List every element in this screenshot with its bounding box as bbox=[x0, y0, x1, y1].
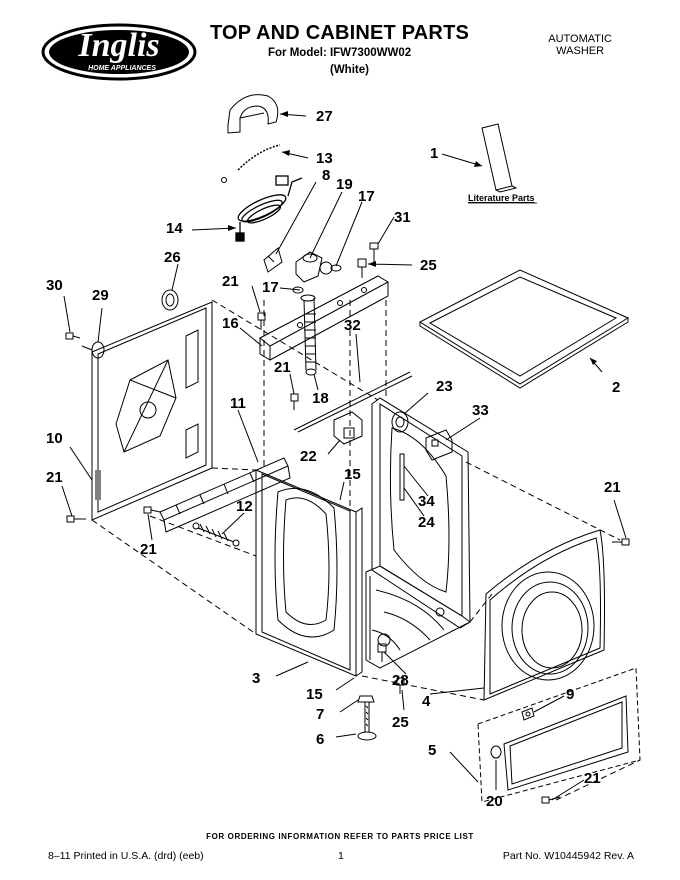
page-number: 1 bbox=[338, 850, 344, 862]
part-21-screw-b bbox=[290, 393, 299, 410]
part-25-screw-upper bbox=[357, 258, 367, 278]
part-20-button bbox=[490, 745, 502, 759]
callout-15-bottom: 15 bbox=[306, 686, 323, 703]
part-5-kick-panel bbox=[477, 667, 641, 803]
part-32-rod bbox=[293, 371, 413, 433]
callout-21-left: 21 bbox=[46, 469, 63, 486]
callout-34: 34 bbox=[418, 493, 435, 510]
part-16-top-bracket bbox=[259, 275, 390, 361]
page-title: TOP AND CABINET PARTS bbox=[210, 22, 470, 44]
callout-12: 12 bbox=[236, 498, 253, 515]
callout-21-right: 21 bbox=[604, 479, 621, 496]
callout-24: 24 bbox=[418, 514, 435, 531]
callout-15-top: 15 bbox=[344, 466, 361, 483]
part-19-inlet bbox=[295, 251, 333, 283]
callout-21-kick: 21 bbox=[584, 770, 601, 787]
part-21-screw-f bbox=[541, 796, 561, 804]
product-category: AUTOMATIC WASHER bbox=[548, 33, 612, 57]
callout-5: 5 bbox=[428, 742, 436, 759]
callout-6: 6 bbox=[316, 731, 324, 748]
callout-13: 13 bbox=[316, 150, 333, 167]
assembly-lines bbox=[91, 299, 641, 801]
callout-26: 26 bbox=[164, 249, 181, 266]
part-13-tie-strap bbox=[237, 144, 281, 171]
part-11-base-rail bbox=[159, 457, 291, 533]
callout-9: 9 bbox=[566, 686, 574, 703]
part-29-dispenser-fitting bbox=[81, 341, 105, 359]
leader-arrowheads bbox=[228, 111, 597, 365]
callout-2: 2 bbox=[612, 379, 620, 396]
part-13-tie-end bbox=[221, 177, 227, 183]
callout-3: 3 bbox=[252, 670, 260, 687]
callout-23: 23 bbox=[436, 378, 453, 395]
part-21-screw-e bbox=[612, 538, 630, 546]
callout-14: 14 bbox=[166, 220, 183, 237]
ordering-note: FOR ORDERING INFORMATION REFER TO PARTS … bbox=[206, 832, 474, 841]
part-25-screw-lower bbox=[396, 677, 405, 694]
part-30-screw bbox=[65, 332, 81, 340]
part-2-top-cover bbox=[418, 269, 630, 389]
part-10-rear-panel bbox=[91, 301, 213, 521]
callout-8: 8 bbox=[322, 167, 330, 184]
callout-10: 10 bbox=[46, 430, 63, 447]
part-17-clamp-lower bbox=[292, 286, 304, 294]
part-number: Part No. W10445942 Rev. A bbox=[502, 850, 634, 862]
brand-name: Inglis bbox=[77, 27, 159, 64]
callout-25-bottom: 25 bbox=[392, 714, 409, 731]
part-18-hose bbox=[300, 294, 317, 376]
brand-tagline: HOME APPLIANCES bbox=[88, 65, 156, 72]
color-line: (White) bbox=[330, 64, 369, 76]
callout-22: 22 bbox=[300, 448, 317, 465]
callout-31: 31 bbox=[394, 209, 411, 226]
callout-16: 16 bbox=[222, 315, 239, 332]
callout-29: 29 bbox=[92, 287, 109, 304]
leader-lines bbox=[61, 113, 627, 801]
part-9-clip bbox=[521, 707, 535, 721]
part-31-screw bbox=[369, 242, 379, 262]
callout-27: 27 bbox=[316, 108, 333, 125]
callout-11: 11 bbox=[230, 395, 246, 412]
part-26-grommet bbox=[161, 289, 179, 311]
part-1-literature bbox=[481, 123, 518, 193]
callout-21-base: 21 bbox=[140, 541, 157, 558]
model-line: For Model: IFW7300WW02 bbox=[268, 47, 412, 59]
part-6-leveling-leg bbox=[357, 702, 377, 741]
callout-18: 18 bbox=[312, 390, 329, 407]
category-line-2: WASHER bbox=[556, 45, 605, 57]
callout-4: 4 bbox=[422, 693, 431, 710]
callout-17-mid: 17 bbox=[262, 279, 279, 296]
callout-32: 32 bbox=[344, 317, 361, 334]
callout-33: 33 bbox=[472, 402, 489, 419]
literature-parts-label: Literature Parts bbox=[468, 193, 535, 203]
part-14-power-cord bbox=[235, 175, 303, 242]
callout-1: 1 bbox=[430, 145, 438, 162]
callout-7: 7 bbox=[316, 706, 324, 723]
cabinet-frame bbox=[365, 397, 471, 669]
part-27-hose-bracket bbox=[227, 94, 279, 134]
callout-19: 19 bbox=[336, 176, 353, 193]
part-12-spring bbox=[192, 522, 240, 547]
print-info: 8–11 Printed in U.S.A. (drd) (eeb) bbox=[48, 850, 204, 862]
part-21-screw-a bbox=[257, 312, 266, 330]
callout-28: 28 bbox=[392, 672, 409, 689]
callout-30: 30 bbox=[46, 277, 63, 294]
brand-logo: Inglis HOME APPLIANCES bbox=[41, 23, 197, 81]
part-28-fastener bbox=[377, 643, 387, 662]
part-21-screw-c bbox=[66, 515, 86, 523]
callout-20: 20 bbox=[486, 793, 503, 810]
callout-21-mid: 21 bbox=[274, 359, 291, 376]
part-4-front-panel bbox=[483, 529, 605, 701]
callout-21-bracket: 21 bbox=[222, 273, 239, 290]
part-21-screw-d bbox=[143, 506, 161, 514]
callout-25-top: 25 bbox=[420, 257, 437, 274]
part-15-side-panel bbox=[255, 469, 363, 677]
part-22-valve bbox=[333, 411, 363, 445]
callout-17-top: 17 bbox=[358, 188, 375, 205]
part-8-clip bbox=[263, 247, 283, 273]
category-line-1: AUTOMATIC bbox=[548, 33, 612, 45]
part-7-lock-nut bbox=[357, 695, 375, 703]
